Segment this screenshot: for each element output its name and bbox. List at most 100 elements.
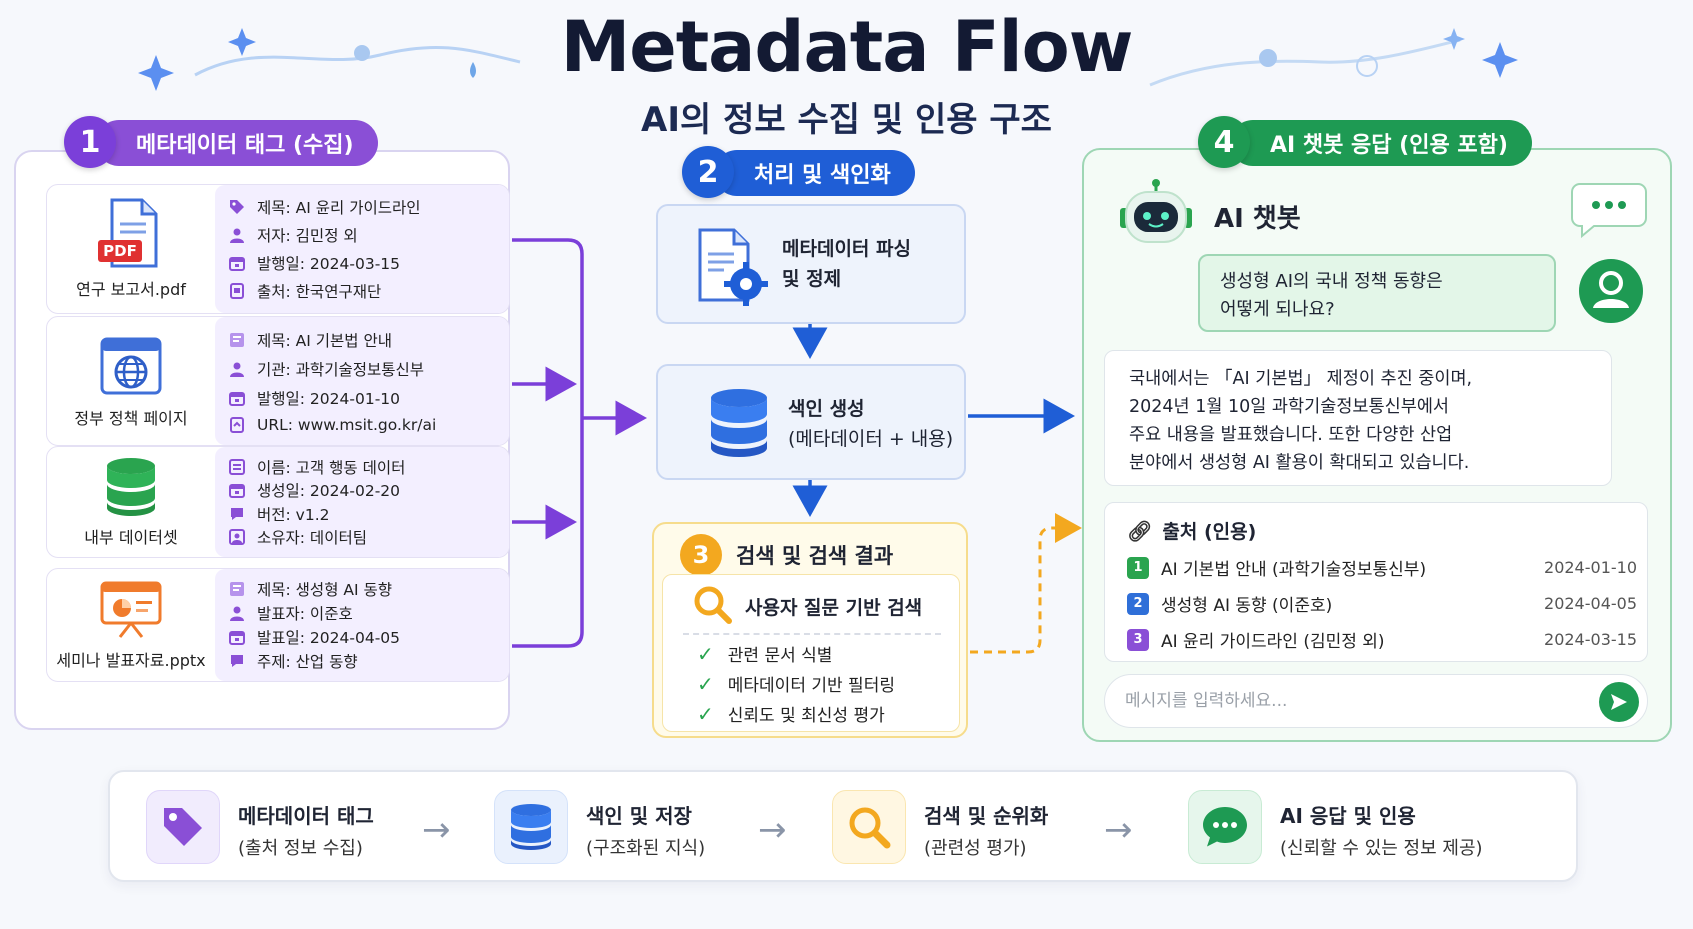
citation-number: 2 <box>1127 592 1149 615</box>
meta-field: 제목: 생성형 AI 동향 <box>257 581 392 599</box>
source-doc-icon <box>230 283 244 299</box>
link-icon <box>230 416 244 433</box>
reply-line: 2024년 1월 10일 과학기술정보통신부에서 <box>1129 397 1450 417</box>
person-icon <box>230 228 244 243</box>
source-row-dataset: 내부 데이터셋 이름: 고객 행동 데이터 생성일: 2024-02-20 버전… <box>46 446 510 558</box>
check-icon: ✓ <box>697 641 714 666</box>
meta-field: 제목: AI 기본법 안내 <box>257 331 392 350</box>
citation-date: 2024-01-10 <box>1544 558 1637 577</box>
parse-line1: 메타데이터 파싱 <box>782 238 911 260</box>
parse-line2: 및 정제 <box>782 268 842 290</box>
page-subtitle: AI의 정보 수집 및 인용 구조 <box>641 100 1052 140</box>
message-input[interactable] <box>1125 685 1565 717</box>
bot-name: AI 챗봇 <box>1214 204 1301 234</box>
owner-icon <box>229 529 245 546</box>
citation-date: 2024-03-15 <box>1544 630 1637 649</box>
reply-line: 분야에서 생성형 AI 활용이 확대되고 있습니다. <box>1129 453 1470 473</box>
check-icon: ✓ <box>697 701 714 726</box>
citations-title: 출처 (인용) <box>1162 521 1257 543</box>
meta-field: 기관: 과학기술정보통신부 <box>257 360 425 379</box>
source-name: 연구 보고서.pdf <box>76 280 186 299</box>
doc-icon <box>230 582 244 596</box>
person-icon <box>230 606 244 621</box>
dataset-icon <box>107 458 155 516</box>
paperclip-icon: 🔗︎ <box>1127 518 1153 543</box>
step-arrow-icon: → <box>422 810 451 850</box>
meta-field: 발표일: 2024-04-05 <box>257 629 401 647</box>
source-name: 세미나 발표자료.pptx <box>56 651 206 670</box>
check-item: ✓관련 문서 식별 <box>697 641 833 667</box>
citation-number: 1 <box>1127 556 1149 579</box>
topic-icon <box>231 655 243 667</box>
meta-field: 버전: v1.2 <box>257 505 330 524</box>
search-title: 사용자 질문 기반 검색 <box>745 597 923 619</box>
section-search: 3 검색 및 검색 결과 사용자 질문 기반 검색 ✓관련 문서 식별 ✓메타데… <box>652 522 968 738</box>
robot-icon <box>1120 179 1192 243</box>
chat-icon <box>1188 790 1262 864</box>
source-row-policy: 정부 정책 페이지 제목: AI 기본법 안내 기관: 과학기술정보통신부 발행… <box>46 316 510 446</box>
message-input-bar <box>1104 674 1648 728</box>
version-icon <box>231 507 243 520</box>
calendar-icon <box>229 631 245 645</box>
step-subtitle: (관련성 평가) <box>924 838 1027 859</box>
citation-item[interactable]: 3 AI 윤리 가이드라인 (김민정 외) 2024-03-15 <box>1127 627 1637 652</box>
check-item: ✓신뢰도 및 최신성 평가 <box>697 701 885 727</box>
step-title: 검색 및 순위화 <box>924 804 1049 828</box>
user-question-bubble: 생성형 AI의 국내 정책 동향은 어떻게 되나요? <box>1198 254 1556 332</box>
meta-field: 발행일: 2024-01-10 <box>257 389 401 408</box>
section1-label: 메타데이터 태그 (수집) <box>96 120 378 166</box>
meta-field: URL: www.msit.go.kr/ai <box>257 415 437 434</box>
calendar-icon <box>229 391 245 406</box>
calendar-icon <box>229 484 245 499</box>
section2-label: 처리 및 색인화 <box>714 150 915 196</box>
reply-line: 국내에서는 「AI 기본법」 제정이 추진 중이며, <box>1129 369 1473 389</box>
tag-icon <box>146 790 220 864</box>
tag-icon <box>230 200 244 214</box>
section3-label: 검색 및 검색 결과 <box>736 544 894 568</box>
database-icon <box>711 389 767 457</box>
meta-field: 출처: 한국연구재단 <box>257 283 382 301</box>
citation-number: 3 <box>1127 628 1149 651</box>
source-name: 내부 데이터셋 <box>84 528 178 547</box>
step-subtitle: (출처 정보 수집) <box>238 838 363 859</box>
check-item: ✓메타데이터 기반 필터링 <box>697 671 895 697</box>
source-row-report: PDF 연구 보고서.pdf 제목: AI 윤리 가이드라인 저자: 김민정 외… <box>46 184 510 314</box>
search-icon <box>832 790 906 864</box>
database-icon <box>494 790 568 864</box>
section4-number: 4 <box>1198 116 1250 168</box>
index-line1: 색인 생성 <box>788 398 865 420</box>
bot-reply-bubble: 국내에서는 「AI 기본법」 제정이 추진 중이며, 2024년 1월 10일 … <box>1104 350 1612 486</box>
search-icon <box>694 586 732 624</box>
citation-item[interactable]: 1 AI 기본법 안내 (과학기술정보통신부) 2024-01-10 <box>1127 555 1637 580</box>
calendar-icon <box>229 257 245 271</box>
pdf-file-icon: PDF <box>98 198 158 268</box>
step-title: 색인 및 저장 <box>586 804 692 828</box>
user-question-line1: 생성형 AI의 국내 정책 동향은 <box>1220 271 1443 292</box>
citation-date: 2024-04-05 <box>1544 594 1637 613</box>
meta-field: 저자: 김민정 외 <box>257 227 358 245</box>
meta-field: 이름: 고객 행동 데이터 <box>257 458 406 477</box>
list-icon <box>229 458 245 475</box>
step-title: AI 응답 및 인용 <box>1280 804 1416 828</box>
pdf-badge: PDF <box>103 242 137 260</box>
parse-box: 메타데이터 파싱 및 정제 <box>656 204 966 324</box>
step-subtitle: (구조화된 지식) <box>586 838 706 859</box>
reply-line: 주요 내용을 발표했습니다. 또한 다양한 산업 <box>1129 425 1453 445</box>
step-subtitle: (신뢰할 수 있는 정보 제공) <box>1280 838 1483 859</box>
section3-number: 3 <box>680 534 722 576</box>
meta-field: 주제: 산업 동향 <box>257 653 358 671</box>
meta-field: 제목: AI 윤리 가이드라인 <box>257 199 421 217</box>
check-icon: ✓ <box>697 671 714 696</box>
user-avatar <box>1579 259 1643 323</box>
send-button[interactable] <box>1599 682 1639 722</box>
section-metadata-tags: PDF 연구 보고서.pdf 제목: AI 윤리 가이드라인 저자: 김민정 외… <box>14 150 510 730</box>
index-box: 색인 생성 (메타데이터 + 내용) <box>656 364 966 480</box>
step-title: 메타데이터 태그 <box>238 804 374 828</box>
typing-bubble-icon <box>1571 183 1647 239</box>
section1-number: 1 <box>64 116 116 168</box>
source-name: 정부 정책 페이지 <box>74 409 188 428</box>
source-row-seminar: 세미나 발표자료.pptx 제목: 생성형 AI 동향 발표자: 이준호 발표일… <box>46 568 510 682</box>
citation-item[interactable]: 2 생성형 AI 동향 (이준호) 2024-04-05 <box>1127 591 1637 616</box>
globe-browser-icon <box>100 337 162 395</box>
person-icon <box>230 362 244 377</box>
